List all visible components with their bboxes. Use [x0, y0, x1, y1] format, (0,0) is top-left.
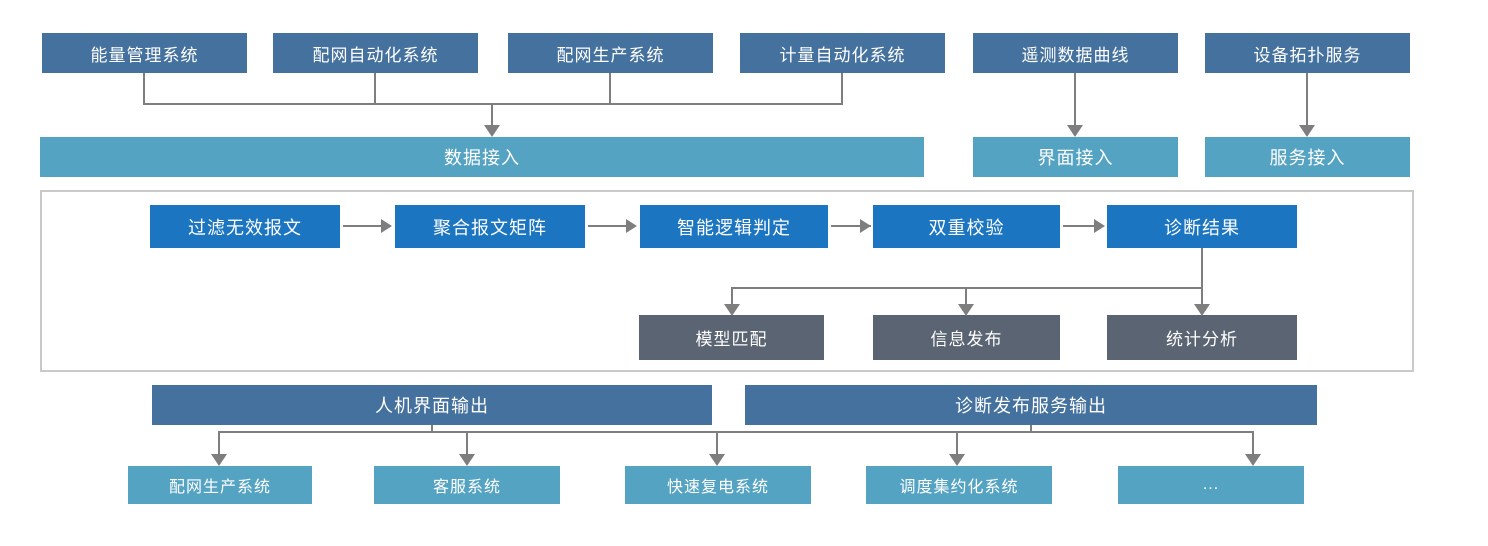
- arrow-down-icon: [1067, 125, 1083, 137]
- connector-line: [143, 73, 145, 105]
- connector-line: [1030, 425, 1032, 433]
- connector-line: [218, 431, 1254, 433]
- connector-line: [491, 103, 493, 126]
- connector-line: [609, 73, 611, 105]
- arrow-down-icon: [958, 304, 974, 316]
- service-access-bar: 服务接入: [1205, 137, 1410, 177]
- arrow-down-icon: [1245, 454, 1261, 466]
- result-box-model-match: 模型匹配: [639, 315, 824, 360]
- arrow-down-icon: [211, 454, 227, 466]
- arrow-right-icon: [1094, 219, 1105, 233]
- connector-line: [831, 225, 871, 227]
- connector-line: [731, 287, 733, 305]
- pipeline-step-filter-invalid: 过滤无效报文: [150, 205, 340, 248]
- connector-line: [1252, 431, 1254, 454]
- arrow-right-icon: [860, 219, 871, 233]
- source-box-device-topology: 设备拓扑服务: [1205, 33, 1410, 73]
- source-box-telemetry-curve: 遥测数据曲线: [973, 33, 1178, 73]
- connector-line: [731, 287, 1203, 289]
- connector-line: [1306, 73, 1308, 126]
- consumer-box-fast-restoration: 快速复电系统: [625, 466, 811, 504]
- connector-line: [965, 287, 967, 305]
- consumer-box-more: ...: [1118, 466, 1304, 504]
- consumer-box-customer-service: 客服系统: [374, 466, 560, 504]
- arrow-down-icon: [459, 454, 475, 466]
- connector-line: [1074, 73, 1076, 126]
- service-output-bar: 诊断发布服务输出: [745, 385, 1317, 425]
- connector-line: [374, 73, 376, 105]
- pipeline-step-double-check: 双重校验: [873, 205, 1060, 248]
- pipeline-step-logic-judgement: 智能逻辑判定: [640, 205, 828, 248]
- consumer-box-dispatch-centralized: 调度集约化系统: [866, 466, 1052, 504]
- arrow-down-icon: [1299, 125, 1315, 137]
- connector-line: [956, 431, 958, 454]
- source-box-energy-management: 能量管理系统: [42, 33, 247, 73]
- consumer-box-distribution-production: 配网生产系统: [128, 466, 312, 504]
- source-box-metering-automation: 计量自动化系统: [740, 33, 945, 73]
- connector-line: [431, 425, 433, 433]
- ui-access-bar: 界面接入: [973, 137, 1178, 177]
- connector-line: [218, 431, 220, 454]
- connector-line: [1063, 225, 1103, 227]
- connector-line: [343, 225, 383, 227]
- connector-line: [841, 73, 843, 105]
- connector-line: [1201, 287, 1203, 305]
- arrow-right-icon: [626, 219, 637, 233]
- source-box-distribution-automation: 配网自动化系统: [273, 33, 478, 73]
- connector-line: [143, 103, 843, 105]
- connector-line: [716, 431, 718, 454]
- hmi-output-bar: 人机界面输出: [152, 385, 712, 425]
- result-box-statistics: 统计分析: [1107, 315, 1297, 360]
- connector-line: [466, 431, 468, 454]
- arrow-right-icon: [381, 219, 392, 233]
- connector-line: [588, 225, 628, 227]
- source-box-distribution-production: 配网生产系统: [508, 33, 713, 73]
- arrow-down-icon: [724, 304, 740, 316]
- pipeline-step-aggregate-matrix: 聚合报文矩阵: [395, 205, 585, 248]
- arrow-down-icon: [1194, 304, 1210, 316]
- pipeline-step-diagnosis-result: 诊断结果: [1107, 205, 1297, 248]
- arrow-down-icon: [949, 454, 965, 466]
- arrow-down-icon: [709, 454, 725, 466]
- connector-line: [1201, 248, 1203, 289]
- result-box-info-publish: 信息发布: [873, 315, 1060, 360]
- arrow-down-icon: [484, 125, 500, 137]
- data-access-bar: 数据接入: [40, 137, 924, 177]
